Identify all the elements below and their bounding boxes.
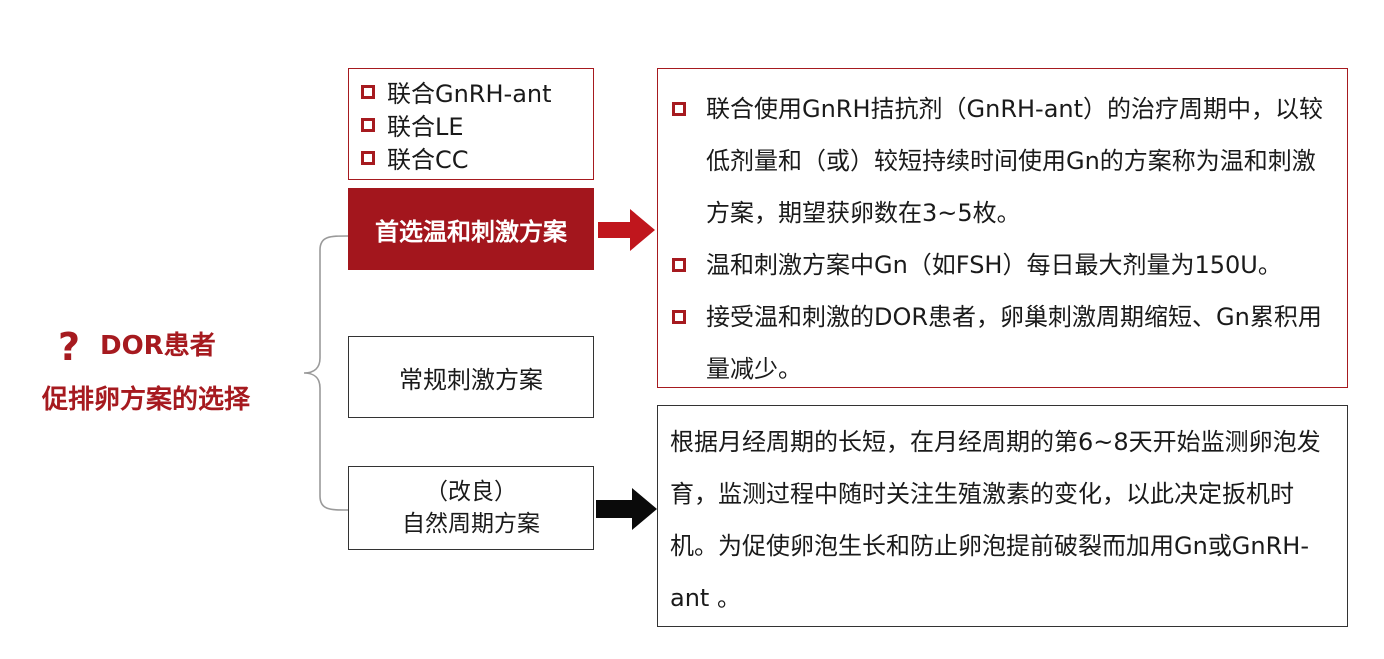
mild-stimulation-label: 首选温和刺激方案 <box>375 217 567 246</box>
natural-cycle-description-text: 根据月经周期的长短，在月经周期的第6~8天开始监测卵泡发育，监测过程中随时关注生… <box>670 428 1321 612</box>
natural-cycle-description-box: 根据月经周期的长短，在月经周期的第6~8天开始监测卵泡发育，监测过程中随时关注生… <box>657 405 1348 627</box>
combination-options-box: 联合GnRH-ant 联合LE 联合CC <box>348 68 594 180</box>
mild-stimulation-description-box: 联合使用GnRH拮抗剂（GnRH-ant）的治疗周期中，以较低剂量和（或）较短持… <box>657 68 1348 388</box>
diagram-title-line2: 促排卵方案的选择 <box>42 385 251 415</box>
diagram-title-line1: DOR患者 <box>100 331 216 361</box>
hollow-square-icon <box>672 102 686 116</box>
option-item: 联合CC <box>361 141 593 174</box>
conventional-stimulation-box: 常规刺激方案 <box>348 336 594 418</box>
arrow-right-icon <box>598 209 655 251</box>
option-label: 联合CC <box>387 146 469 174</box>
hollow-square-icon <box>361 117 375 132</box>
hollow-square-icon <box>361 84 375 99</box>
option-item: 联合GnRH-ant <box>361 75 593 108</box>
option-label: 联合LE <box>387 113 464 141</box>
description-text: 温和刺激方案中Gn（如FSH）每日最大剂量为150U。 <box>706 251 1282 279</box>
left-brace-icon <box>303 235 349 511</box>
hollow-square-icon <box>361 150 375 165</box>
description-item: 温和刺激方案中Gn（如FSH）每日最大剂量为150U。 <box>672 239 1347 291</box>
option-label: 联合GnRH-ant <box>387 80 552 108</box>
description-item: 联合使用GnRH拮抗剂（GnRH-ant）的治疗周期中，以较低剂量和（或）较短持… <box>672 83 1347 239</box>
hollow-square-icon <box>672 258 686 272</box>
conventional-stimulation-label: 常规刺激方案 <box>399 365 543 394</box>
natural-cycle-label-line1: （改良） <box>425 479 517 505</box>
option-item: 联合LE <box>361 108 593 141</box>
hollow-square-icon <box>672 310 686 324</box>
mild-stimulation-box: 首选温和刺激方案 <box>348 188 594 270</box>
arrow-right-icon <box>596 488 657 530</box>
description-text: 联合使用GnRH拮抗剂（GnRH-ant）的治疗周期中，以较低剂量和（或）较短持… <box>706 95 1324 227</box>
question-icon: ? <box>58 325 81 369</box>
description-item: 接受温和刺激的DOR患者，卵巢刺激周期缩短、Gn累积用量减少。 <box>672 291 1347 395</box>
description-text: 接受温和刺激的DOR患者，卵巢刺激周期缩短、Gn累积用量减少。 <box>706 303 1322 383</box>
natural-cycle-label-line2: 自然周期方案 <box>402 511 540 537</box>
natural-cycle-box: （改良） 自然周期方案 <box>348 466 594 550</box>
